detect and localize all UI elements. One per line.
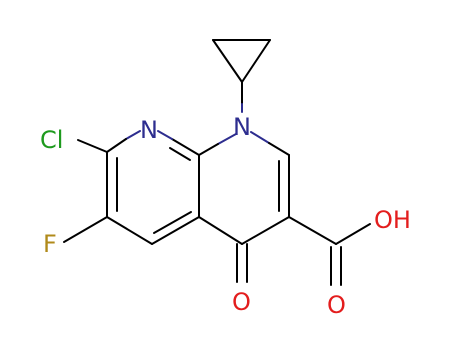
bond-c3-cacid bbox=[288, 216, 337, 245]
bond-cp3-cp1 bbox=[212, 39, 243, 83]
bond-cp2-cp3 bbox=[241, 39, 271, 83]
atom-o-acid-label: O bbox=[327, 291, 346, 319]
atom-n1-label: N bbox=[233, 113, 251, 141]
bond-n1-c2-n bbox=[250, 131, 270, 144]
atom-o-keto-label: O bbox=[232, 288, 251, 316]
atom-n8-label: N bbox=[140, 116, 158, 144]
atom-cl-label: Cl bbox=[40, 126, 63, 154]
bond-c7-cl bbox=[77, 139, 108, 153]
atom-f-label: F bbox=[43, 230, 57, 258]
bond-c6-f bbox=[63, 216, 108, 243]
bond-c8a-n8-n bbox=[157, 130, 173, 140]
bond-c5-c4a bbox=[151, 216, 200, 245]
bond-n1-c2 bbox=[268, 142, 290, 156]
bond-n8-c7-n bbox=[125, 130, 141, 140]
bond-c6-c5 bbox=[106, 216, 153, 245]
bond-c8a-n8 bbox=[171, 138, 200, 156]
bond-cacid-oh bbox=[335, 223, 371, 245]
bond-c4-c4a bbox=[198, 216, 243, 245]
bond-n1-c8a bbox=[198, 143, 219, 156]
bond-n1-c8a-n bbox=[217, 133, 237, 145]
atom-oh-label: OH bbox=[374, 206, 411, 234]
bond-c8a-n8-inner bbox=[169, 147, 191, 161]
bond-c5-c4a-inner bbox=[153, 211, 192, 234]
bond-n8-c7 bbox=[106, 138, 127, 153]
bond-c3-c4 bbox=[241, 216, 290, 245]
